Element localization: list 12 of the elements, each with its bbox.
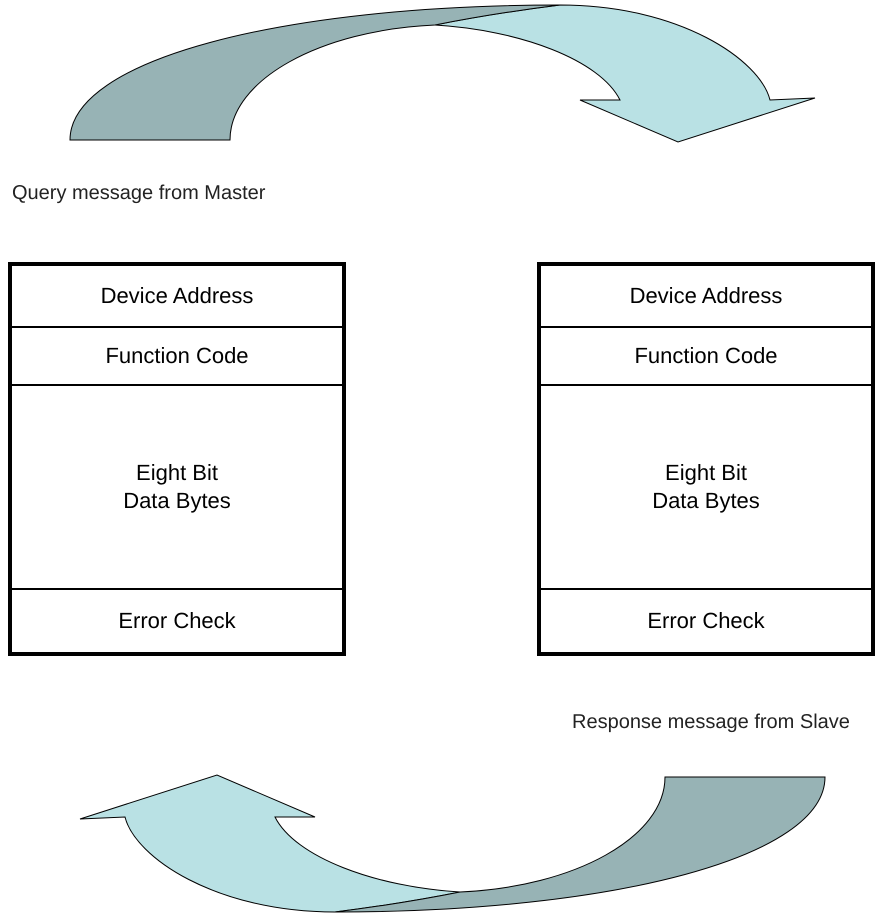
field-label: Eight Bit Data Bytes (122, 459, 232, 515)
field-label: Error Check (647, 607, 765, 635)
field-label: Error Check (118, 607, 236, 635)
message-caption: Response message from Slave (572, 710, 850, 735)
message-frame (8, 262, 346, 656)
field-label: Device Address (100, 282, 254, 310)
field-label: Function Code (105, 342, 249, 370)
field-label: Device Address (630, 282, 782, 310)
message-caption: Query message from Master (12, 181, 266, 206)
message-frame (537, 262, 875, 656)
field-label: Eight Bit Data Bytes (651, 459, 761, 515)
field-label: Function Code (634, 342, 778, 370)
